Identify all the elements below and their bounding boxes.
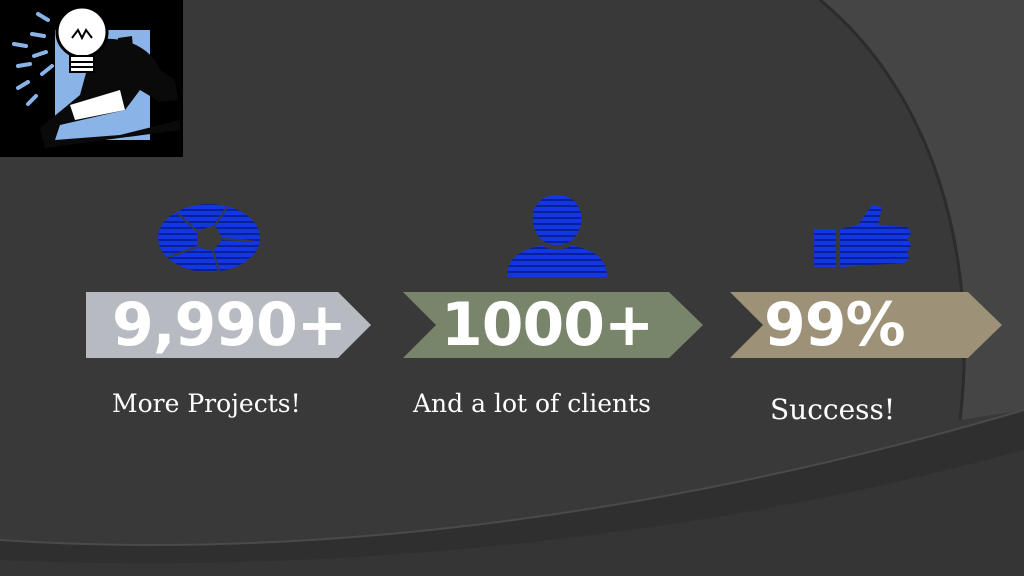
success-rate: 99% — [764, 290, 906, 360]
stat-arrow-projects: 9,990+ — [86, 292, 371, 358]
thumbs-up-icon — [814, 205, 911, 267]
logo-lightbulb-icon — [0, 0, 183, 157]
clients-label: And a lot of clients — [413, 389, 652, 418]
stat-arrow-success: 99% — [730, 292, 1002, 358]
projects-label: More Projects! — [112, 389, 301, 418]
user-icon — [507, 195, 607, 277]
stat-arrow-clients: 1000+ — [403, 292, 703, 358]
projects-count: 9,990+ — [112, 290, 347, 360]
clients-count: 1000+ — [441, 290, 654, 360]
camera-aperture-icon — [158, 204, 260, 272]
success-label: Success! — [770, 393, 896, 426]
